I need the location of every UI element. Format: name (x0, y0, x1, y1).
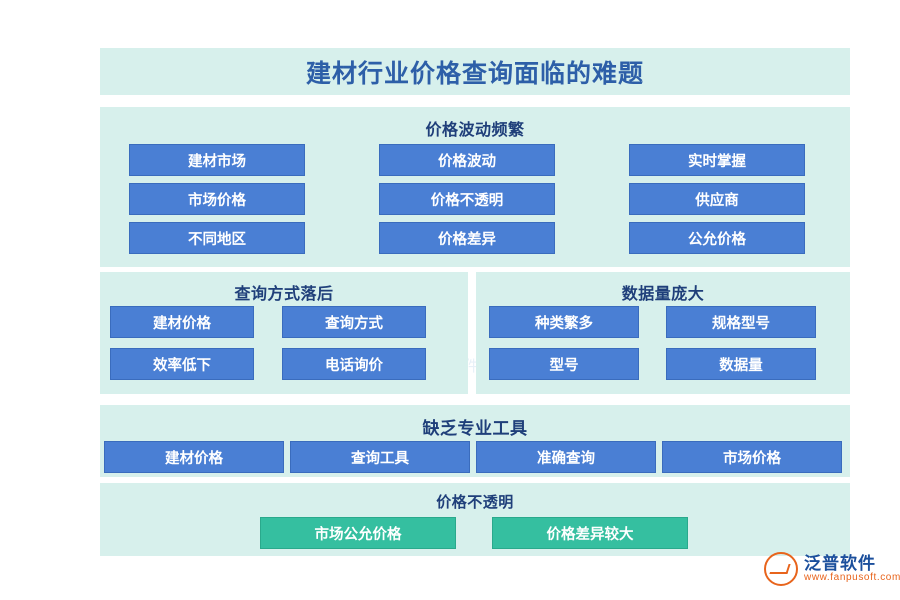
chip-item[interactable]: 市场价格 (129, 183, 305, 215)
section-price-fluctuation: 价格波动频繁 建材市场 价格波动 实时掌握 市场价格 价格不透明 供应商 不同地… (100, 107, 850, 267)
section-lack-of-tools: 缺乏专业工具 建材价格 查询工具 准确查询 市场价格 (100, 405, 850, 477)
chip-item[interactable]: 市场公允价格 (260, 517, 456, 549)
chip-item[interactable]: 准确查询 (476, 441, 656, 473)
chip-item[interactable]: 价格不透明 (379, 183, 555, 215)
chip-item[interactable]: 建材价格 (104, 441, 284, 473)
chip-item[interactable]: 型号 (489, 348, 639, 380)
section-price-opacity: 价格不透明 市场公允价格 价格差异较大 (100, 483, 850, 556)
chip-item[interactable]: 建材市场 (129, 144, 305, 176)
chip-item[interactable]: 数据量 (666, 348, 816, 380)
chip-item[interactable]: 效率低下 (110, 348, 254, 380)
chip-item[interactable]: 电话询价 (282, 348, 426, 380)
section-heading: 数据量庞大 (621, 286, 705, 303)
page-title: 建材行业价格查询面临的难题 (305, 59, 644, 88)
chip-item[interactable]: 查询方式 (282, 306, 426, 338)
chip-item[interactable]: 查询工具 (290, 441, 470, 473)
brand-logo: 泛普软件 www.fanpusoft.com (764, 548, 900, 590)
page-title-banner: 建材行业价格查询面临的难题 (100, 48, 850, 95)
chip-item[interactable]: 建材价格 (110, 306, 254, 338)
section-large-data-volume: 数据量庞大 种类繁多 规格型号 型号 数据量 (476, 272, 850, 394)
section-outdated-query-method: 查询方式落后 建材价格 查询方式 效率低下 电话询价 (100, 272, 468, 394)
chip-item[interactable]: 种类繁多 (489, 306, 639, 338)
section-heading: 价格波动频繁 (425, 122, 525, 139)
brand-url: www.fanpusoft.com (804, 571, 900, 583)
brand-logo-texts: 泛普软件 www.fanpusoft.com (804, 553, 900, 583)
section-heading: 价格不透明 (436, 494, 514, 511)
chip-item[interactable]: 实时掌握 (629, 144, 805, 176)
chip-item[interactable]: 公允价格 (629, 222, 805, 254)
chip-item[interactable]: 市场价格 (662, 441, 842, 473)
brand-logo-icon (764, 552, 798, 586)
chip-item[interactable]: 价格波动 (379, 144, 555, 176)
section-heading: 查询方式落后 (234, 286, 334, 303)
chip-item[interactable]: 价格差异 (379, 222, 555, 254)
chip-item[interactable]: 不同地区 (129, 222, 305, 254)
brand-name-cn: 泛普软件 (804, 553, 876, 573)
chip-item[interactable]: 价格差异较大 (492, 517, 688, 549)
section-heading: 缺乏专业工具 (422, 419, 528, 438)
chip-item[interactable]: 供应商 (629, 183, 805, 215)
chip-item[interactable]: 规格型号 (666, 306, 816, 338)
